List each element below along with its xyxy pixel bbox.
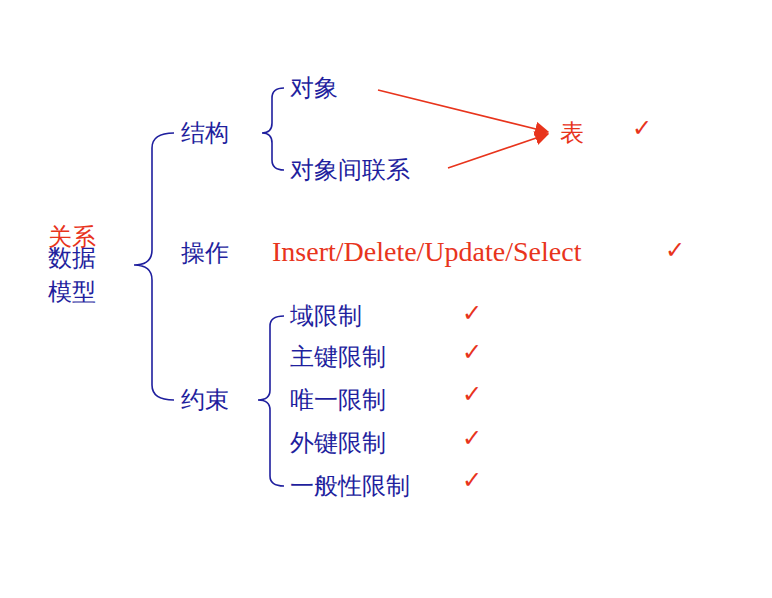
model-title: 数据 模型 bbox=[48, 241, 96, 309]
category-label: 约束 bbox=[181, 383, 229, 417]
check-mark: ✓ bbox=[462, 296, 482, 330]
main-brace bbox=[134, 133, 174, 400]
category-label: 结构 bbox=[181, 116, 229, 150]
item-label: 对象 bbox=[290, 71, 338, 105]
item-label: 外键限制 bbox=[290, 426, 386, 460]
constraint-brace bbox=[258, 316, 284, 486]
check-mark: ✓ bbox=[462, 377, 482, 411]
item-label: 对象间联系 bbox=[290, 153, 410, 187]
item-label: 主键限制 bbox=[290, 340, 386, 374]
operation-label: Insert/Delete/Update/Select bbox=[272, 235, 581, 269]
structure-brace bbox=[262, 88, 284, 170]
check-mark: ✓ bbox=[665, 233, 685, 267]
category-label: 操作 bbox=[181, 236, 229, 270]
item-label: 唯一限制 bbox=[290, 383, 386, 417]
arrow-line bbox=[448, 134, 548, 168]
check-mark: ✓ bbox=[462, 421, 482, 455]
result-label: 表 bbox=[560, 116, 584, 150]
item-label: 域限制 bbox=[290, 299, 362, 333]
check-mark: ✓ bbox=[462, 335, 482, 369]
check-mark: ✓ bbox=[462, 463, 482, 497]
item-label: 一般性限制 bbox=[290, 469, 410, 503]
arrow-line bbox=[378, 90, 548, 132]
check-mark: ✓ bbox=[632, 111, 652, 145]
